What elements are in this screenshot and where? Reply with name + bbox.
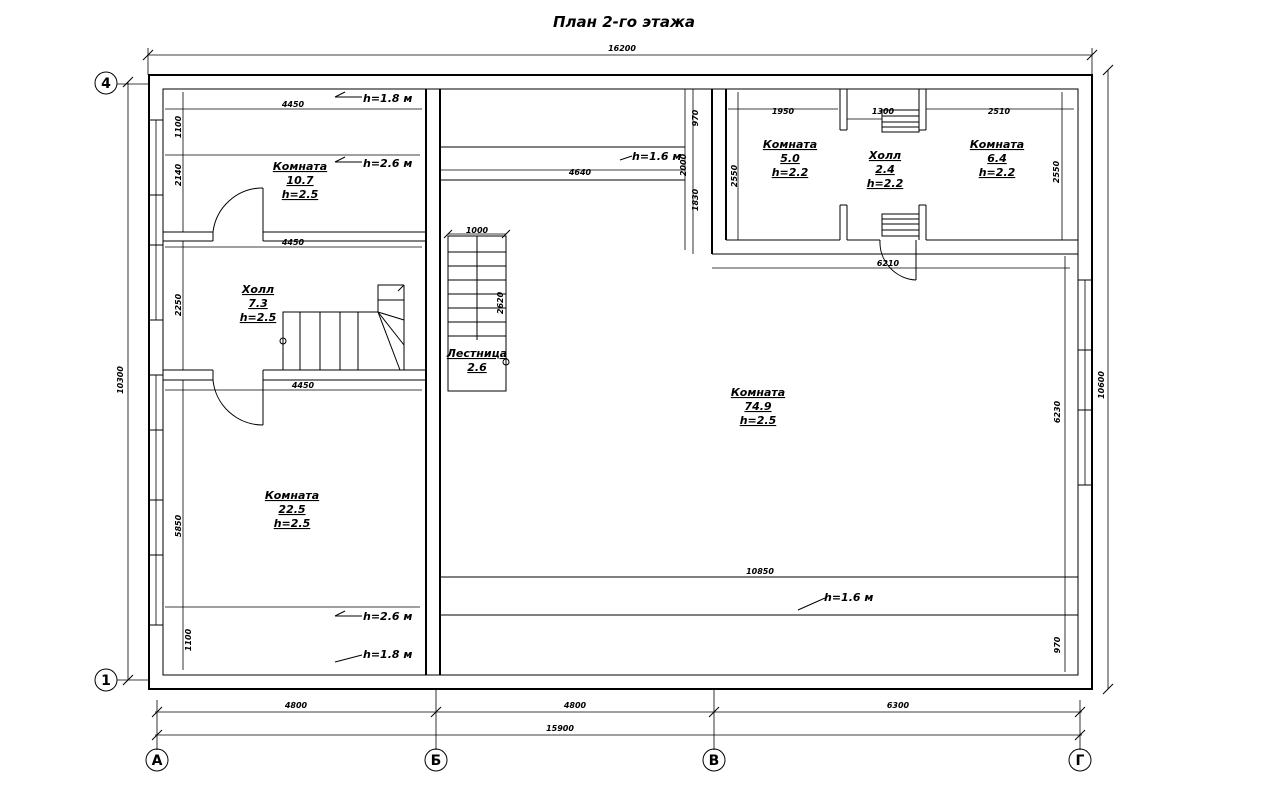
room-name: Комната [970, 138, 1024, 151]
stair-length-label: 2620 [496, 291, 505, 314]
room-74-9: Комната 74.9 h=2.5 [731, 386, 785, 427]
bottom-v-g-label: 6300 [887, 701, 910, 710]
overall-height-right-label: 10600 [1097, 371, 1106, 399]
r6-height-label: 2550 [730, 164, 739, 187]
axis-g-bubble [1068, 748, 1092, 772]
room-area: 6.4 [987, 152, 1007, 165]
room-height: h=2.2 [867, 177, 904, 190]
bottom-total-label: 15900 [546, 724, 574, 733]
plan-title: План 2-го этажа [553, 13, 695, 31]
room1-h1-label: 1100 [174, 115, 183, 138]
room-name: Холл [241, 283, 274, 296]
axis-v-label: В [709, 753, 720, 769]
room-area: 2.4 [875, 163, 895, 176]
left-windows [148, 119, 164, 626]
height-label-2: h=2.6 м [363, 157, 412, 170]
axis-g-label: Г [1076, 753, 1085, 769]
overall-height-left-label: 10300 [116, 366, 125, 394]
hall-7-3: Холл 7.3 h=2.5 [240, 283, 277, 324]
big-top-h1-label: 970 [691, 109, 700, 126]
axis-4-label: 4 [101, 76, 111, 92]
height-label-1: h=1.8 м [363, 92, 412, 105]
room-area: 2.6 [467, 361, 487, 374]
room-height: h=2.2 [772, 166, 809, 179]
room-area: 5.0 [780, 152, 800, 165]
room-area: 74.9 [744, 400, 771, 413]
room-name: Комната [731, 386, 785, 399]
big-width-label: 10850 [746, 567, 774, 576]
dimension-lines [117, 64, 1114, 750]
room1-h2-label: 2140 [174, 163, 183, 186]
staircase-2-6: Лестница 2.6 [446, 347, 507, 374]
hall2-width-label: 1300 [872, 107, 895, 116]
room-name: Комната [763, 138, 817, 151]
axis-a-bubble [145, 748, 169, 772]
big-top-h2-label: 2000 [679, 153, 688, 176]
hall-height-label: 2250 [174, 293, 183, 316]
room-name: Комната [273, 160, 327, 173]
height-label-5: h=1.8 м [363, 648, 412, 661]
height-label-3: h=1.6 м [632, 150, 681, 163]
big-height-label: 6230 [1053, 400, 1062, 423]
room-10-7: Комната 10.7 h=2.5 [273, 160, 327, 201]
bottom-b-v-label: 4800 [563, 701, 587, 710]
big-top-h3-label: 1830 [691, 188, 700, 211]
room-area: 7.3 [248, 297, 268, 310]
bottom-a-b-label: 4800 [284, 701, 308, 710]
axis-b-label: Б [431, 753, 442, 769]
axis-v-bubble [702, 748, 726, 772]
axis-4-bubble [94, 71, 118, 95]
axis-b-bubble [424, 748, 448, 772]
room-height: h=2.5 [240, 311, 277, 324]
room3-width-label: 4450 [291, 381, 315, 390]
axis-1-label: 1 [101, 673, 111, 689]
main-staircase [443, 229, 511, 392]
height-label-6: h=1.6 м [824, 591, 873, 604]
r6-width-label: 1950 [772, 107, 795, 116]
room-height: h=2.5 [274, 517, 311, 530]
doors [212, 187, 917, 426]
room-name: Лестница [446, 347, 507, 360]
room-height: h=2.5 [282, 188, 319, 201]
room-name: Комната [265, 489, 319, 502]
big-bottom-h-label: 970 [1053, 636, 1062, 653]
height-leaders [334, 91, 826, 663]
right-windows [1077, 279, 1093, 486]
room3-h2-label: 1100 [184, 628, 193, 651]
room-labels: Комната 10.7 h=2.5 Холл 7.3 h=2.5 Комнат… [240, 138, 1024, 530]
hall-2-4: Холл 2.4 h=2.2 [867, 149, 904, 190]
room3-height-label: 5850 [174, 514, 183, 537]
room-area: 22.5 [278, 503, 305, 516]
dimension-labels: 10300 10600 4450 1100 2140 4450 2250 445… [116, 100, 1106, 733]
room-height: h=2.2 [979, 166, 1016, 179]
room-6-4: Комната 6.4 h=2.2 [970, 138, 1024, 179]
big-top-width-label: 4640 [568, 168, 592, 177]
room1-width-label: 4450 [281, 100, 305, 109]
axis-1-bubble [94, 668, 118, 692]
overall-width-dimension: 16200 [142, 44, 1098, 75]
hall-staircase [279, 284, 405, 371]
r8-width-label: 2510 [988, 107, 1011, 116]
room-5-0: Комната 5.0 h=2.2 [763, 138, 817, 179]
right-block-walls [711, 89, 1078, 255]
right-block-width-label: 6210 [877, 259, 900, 268]
room-name: Холл [868, 149, 901, 162]
room-area: 10.7 [286, 174, 313, 187]
height-labels: h=1.8 м h=2.6 м h=1.6 м h=2.6 м h=1.8 м … [363, 92, 873, 661]
hall-width-label: 4450 [281, 238, 305, 247]
height-label-4: h=2.6 м [363, 610, 412, 623]
room-22-5: Комната 22.5 h=2.5 [265, 489, 319, 530]
r8-height-label: 2550 [1052, 160, 1061, 183]
overall-width-label: 16200 [608, 44, 636, 53]
axis-a-label: А [152, 753, 163, 769]
axis-markers: 4 1 А Б В Г [94, 71, 1092, 772]
room-height: h=2.5 [740, 414, 777, 427]
stair-width-label: 1000 [466, 226, 489, 235]
